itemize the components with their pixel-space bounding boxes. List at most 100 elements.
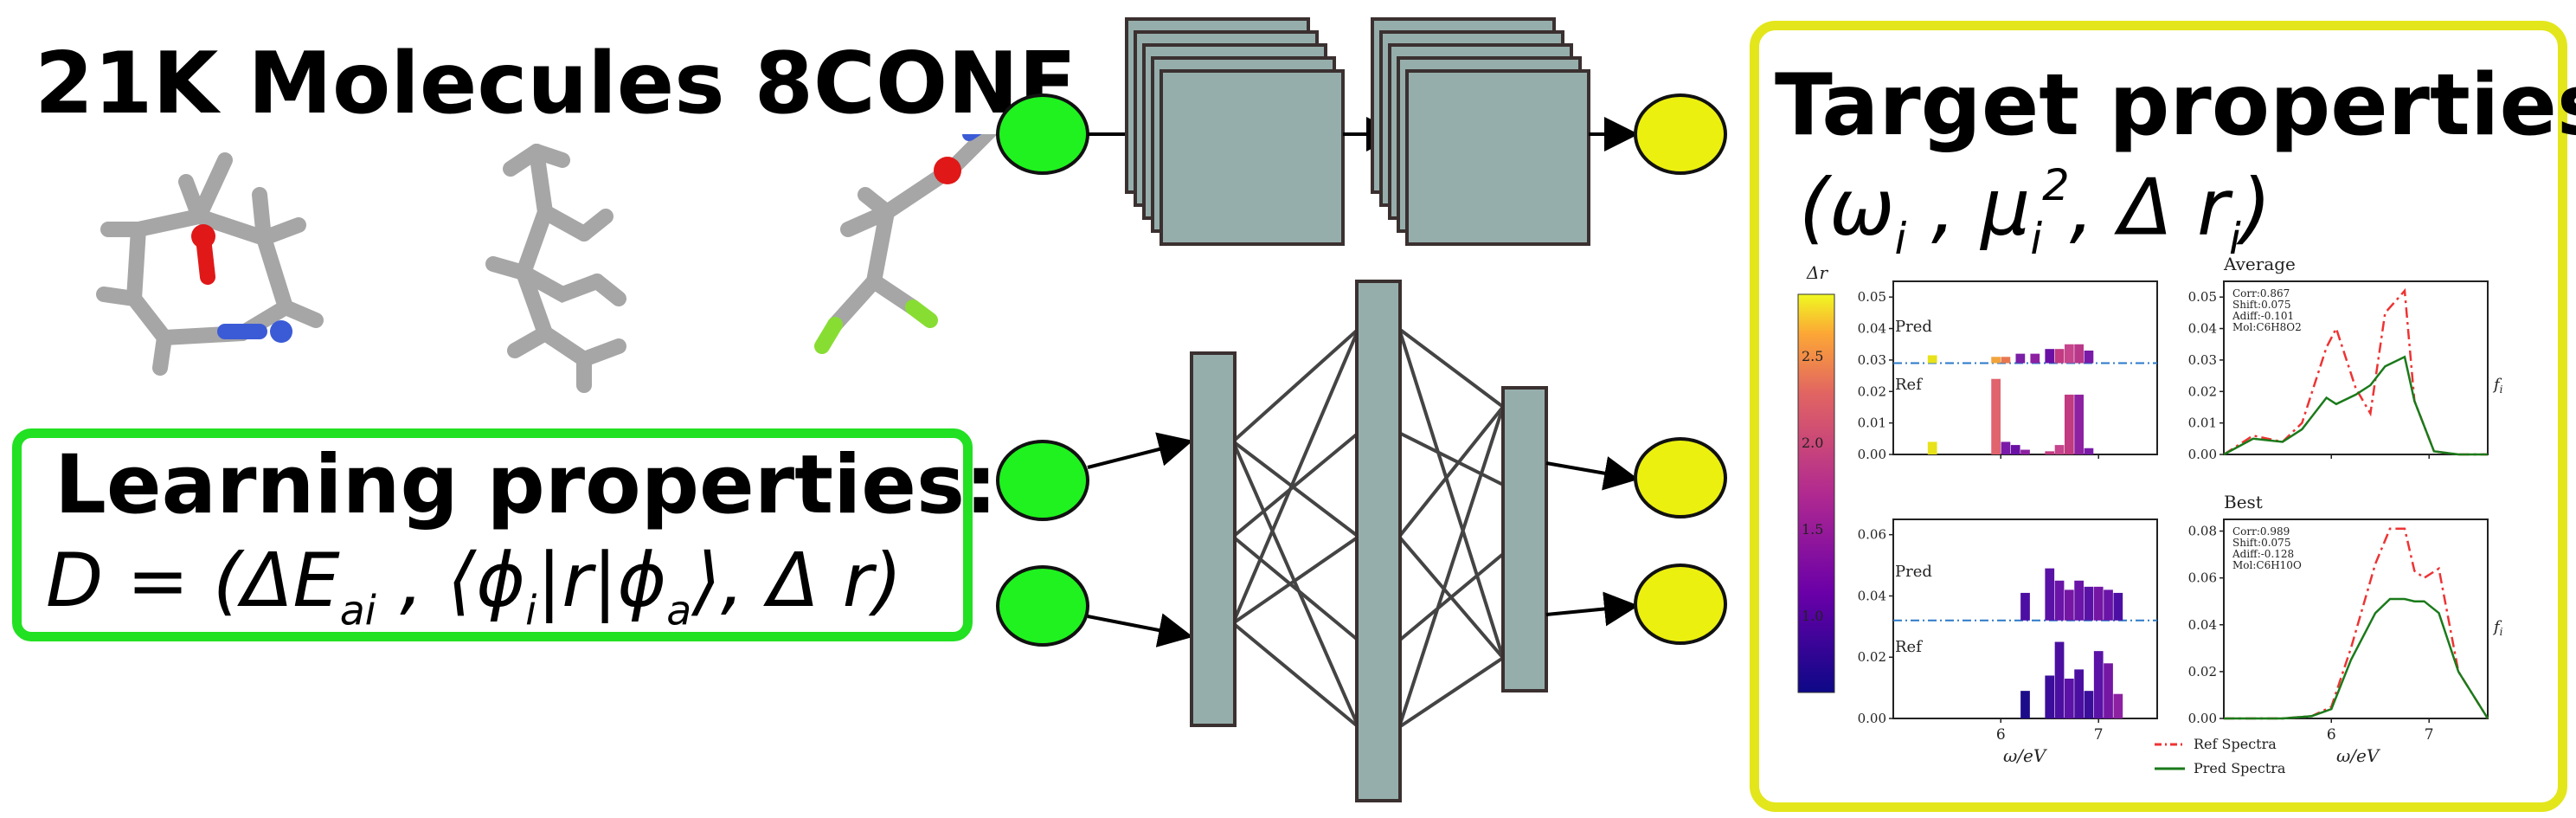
legend-pred-label: Pred Spectra [2194, 760, 2286, 776]
pred-bar [2020, 592, 2030, 621]
ref-bar [2010, 445, 2020, 454]
pred-bar [2074, 344, 2084, 364]
molecule-images [96, 134, 998, 393]
ref-bar [2064, 394, 2074, 454]
colorbar-tick: 1.5 [1802, 521, 1823, 538]
panel-frame-bottom-right [2223, 518, 2489, 719]
ref-bar [1927, 441, 1937, 454]
x-tick-label: 7 [2094, 726, 2104, 744]
colorbar-tick: 2.5 [1802, 348, 1823, 364]
y-tick-label: 0.00 [1858, 447, 1886, 462]
legend: Ref Spectra Pred Spectra [2155, 736, 2286, 776]
mlp-diagram [996, 280, 1727, 802]
y-tick-label: 0.01 [2188, 415, 2217, 431]
annotation-bottom: Adiff:-0.128 [2232, 548, 2294, 560]
ref-bar [2084, 691, 2094, 718]
pred-bar [2084, 351, 2094, 364]
feature-map-stack-2 [1371, 17, 1590, 246]
pred-bar [2064, 344, 2074, 364]
ref-bar [2054, 641, 2065, 718]
x-tick-label: 6 [2327, 726, 2336, 744]
xaxis-label-right: ω/eV [2336, 745, 2381, 766]
pred-bar [2030, 353, 2040, 364]
fi-label-bottom: fi [2492, 618, 2503, 638]
input-node-2 [996, 565, 1089, 647]
colorbar-tick: 1.0 [1802, 608, 1823, 624]
formula-part: , ⟨ϕ [376, 538, 526, 624]
annotation-bottom: Corr:0.989 [2232, 525, 2290, 538]
y-tick-label: 0.02 [1858, 649, 1886, 665]
pred-spectra-line [2224, 597, 2489, 720]
formula-part: , μ [1906, 162, 2031, 254]
colorbar: Δr 2.5 2.0 1.5 1.0 [1797, 262, 1835, 693]
y-tick-label: 0.00 [1858, 711, 1886, 726]
formula-sub: i [525, 587, 537, 635]
x-tick-label: 7 [2425, 726, 2434, 744]
annotation-top: Mol:C6H8O2 [2232, 321, 2302, 333]
formula-sub: a [666, 587, 692, 635]
y-tick-label: 0.02 [2188, 383, 2217, 399]
formula-sup: 2 [2042, 160, 2070, 210]
ref-bar [2001, 441, 2011, 454]
ref-bar [2074, 669, 2084, 718]
ref-bar [1991, 378, 2001, 454]
learning-properties-title: Learning properties: [55, 438, 998, 532]
pred-bar [2015, 353, 2026, 364]
ref-label-top: Ref [1895, 376, 1923, 394]
y-tick-label: 0.04 [1858, 321, 1886, 337]
molecule-1 [96, 152, 324, 376]
target-properties-title: Target properties: [1775, 56, 2576, 155]
ref-bar [2054, 445, 2065, 454]
pred-bar [2054, 349, 2065, 364]
annotation-top: Corr:0.867 [2232, 287, 2290, 300]
ref-bar [2020, 691, 2030, 718]
output-node-2 [1634, 564, 1727, 645]
pred-label-top: Pred [1895, 318, 1932, 336]
pred-bar [2001, 357, 2011, 364]
colorbar-label: Δr [1806, 262, 1828, 283]
ref-bar [2074, 394, 2084, 454]
pred-bar [2113, 592, 2123, 621]
molecules-title: 21K Molecules 8CONF [35, 35, 1077, 133]
formula-sub: i [1894, 213, 1907, 264]
molecule-2 [485, 144, 626, 393]
fi-label-top: fi [2492, 376, 2503, 396]
pred-bar [2084, 586, 2094, 621]
panel-frame-top-left [1892, 280, 2158, 455]
panel-title-average: Average [2223, 254, 2296, 274]
pred-bar [2104, 589, 2113, 621]
pred-bar [2045, 568, 2055, 621]
ref-bar [2045, 451, 2055, 454]
legend-ref-label: Ref Spectra [2194, 736, 2277, 752]
network-diagram [996, 17, 1727, 802]
hidden-layer-2 [1355, 280, 1402, 802]
y-tick-label: 0.08 [2188, 524, 2217, 539]
panel-title-best: Best [2224, 492, 2263, 512]
pred-bar [1927, 355, 1937, 364]
ref-bar [2113, 693, 2123, 718]
formula-sub: i [2030, 213, 2043, 264]
y-tick-label: 0.03 [2188, 352, 2217, 368]
pred-bar [2093, 586, 2104, 621]
y-tick-label: 0.02 [2188, 664, 2217, 680]
hidden-layer-1 [1190, 351, 1237, 727]
formula-part: D = (ΔE [46, 538, 340, 624]
formula-part: ⟩, Δ r) [691, 538, 903, 624]
formula-part: (ω [1799, 162, 1895, 254]
panel-frame-top-right [2223, 280, 2489, 455]
molecule-3 [814, 134, 998, 354]
annotation-top: Adiff:-0.101 [2232, 310, 2294, 322]
xaxis-label-left: ω/eV [2003, 745, 2048, 766]
ref-label-bottom: Ref [1895, 638, 1923, 656]
conv-diagram [996, 17, 1727, 246]
spectra-figure: Δr 2.5 2.0 1.5 1.0 Average Best Pred Ref… [1797, 254, 2503, 776]
output-node [1634, 93, 1727, 175]
ref-bar [2104, 663, 2113, 718]
input-node-1 [996, 440, 1089, 521]
output-node-1 [1634, 437, 1727, 518]
x-tick-label: 6 [1996, 726, 2006, 744]
learning-properties-box: Learning properties: D = (ΔEai , ⟨ϕi|r|ϕ… [12, 428, 998, 641]
y-tick-label: 0.04 [2188, 617, 2217, 633]
y-tick-label: 0.05 [1858, 289, 1886, 305]
y-tick-label: 0.00 [2188, 711, 2217, 726]
